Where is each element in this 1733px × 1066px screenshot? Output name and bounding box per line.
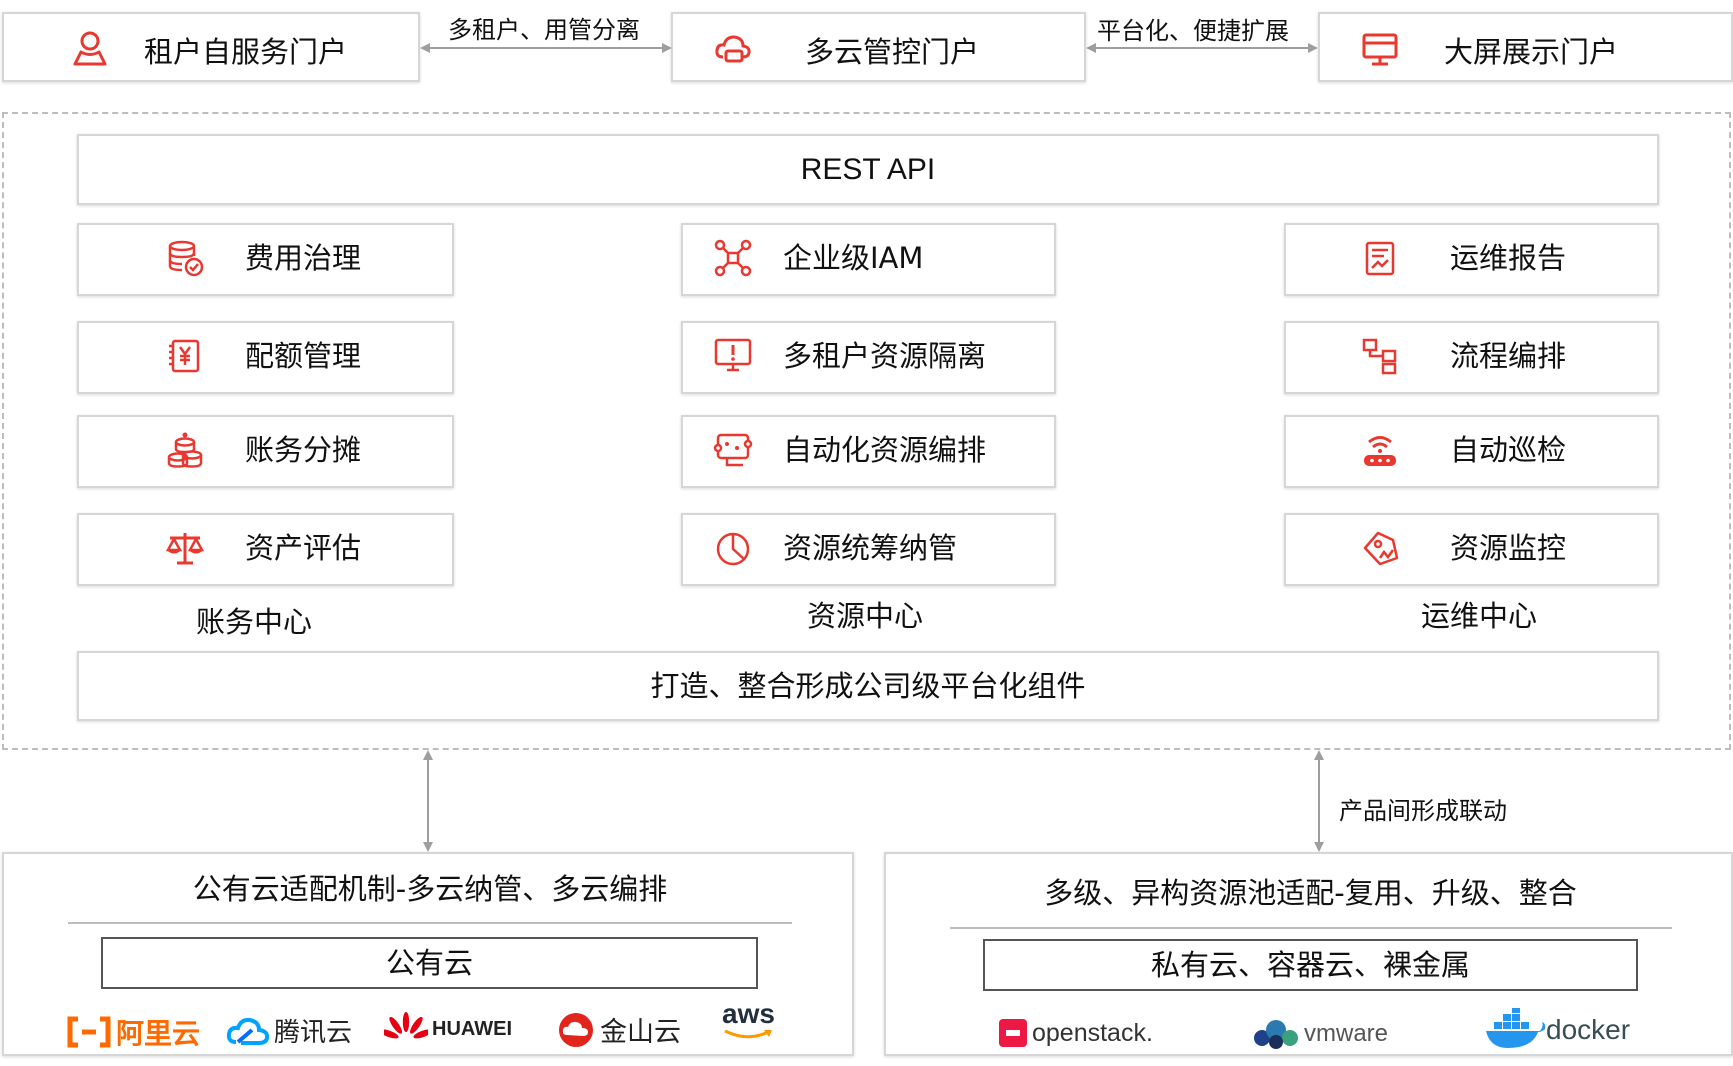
public-cloud-title: 公有云适配机制-多云纳管、多云编排 xyxy=(192,872,668,906)
private-cloud-panel: 多级、异构资源池适配-复用、升级、整合 私有云、容器云、裸金属 openstac… xyxy=(884,852,1733,1056)
module-label: 费用治理 xyxy=(245,241,362,275)
flow-loop-icon xyxy=(713,430,753,470)
double-arrow-1 xyxy=(420,43,672,53)
public-divider xyxy=(68,922,792,924)
huawei-logo: HUAWEI xyxy=(384,1012,512,1046)
pie-chart-icon xyxy=(713,528,753,568)
module-label: 流程编排 xyxy=(1450,339,1567,373)
private-divider xyxy=(950,927,1672,929)
kingsoft-cloud-text: 金山云 xyxy=(600,1017,681,1048)
module-enterprise-iam[interactable]: 企业级IAM xyxy=(681,223,1056,296)
vmware-text: vmware xyxy=(1304,1020,1389,1047)
aliyun-logo: 阿里云 xyxy=(66,1012,200,1052)
private-cloud-label: 私有云、容器云、裸金属 xyxy=(1150,948,1470,982)
module-auto-inspection[interactable]: 自动巡检 xyxy=(1284,415,1659,488)
coins-icon xyxy=(165,430,205,470)
workflow-icon xyxy=(1360,336,1400,376)
huawei-text: HUAWEI xyxy=(432,1017,512,1040)
screen-portal[interactable]: 大屏展示门户 xyxy=(1318,12,1733,82)
monitor-tag-icon xyxy=(1360,528,1400,568)
private-cloud-title: 多级、异构资源池适配-复用、升级、整合 xyxy=(1044,876,1577,910)
database-check-icon xyxy=(165,238,205,278)
module-auto-orchestration[interactable]: 自动化资源编排 xyxy=(681,415,1056,488)
openstack-text: openstack. xyxy=(1032,1018,1153,1047)
module-label: 运维报告 xyxy=(1450,241,1567,275)
module-billing-allocation[interactable]: 账务分摊 xyxy=(77,415,454,488)
docker-text: docker xyxy=(1546,1014,1631,1045)
platform-component-label: 打造、整合形成公司级平台化组件 xyxy=(650,669,1086,703)
module-tenant-isolation[interactable]: 多租户资源隔离 xyxy=(681,321,1056,394)
yen-document-icon xyxy=(165,336,205,376)
double-arrow-2 xyxy=(1086,43,1318,53)
report-icon xyxy=(1360,238,1400,278)
balance-scale-icon xyxy=(165,528,205,568)
alert-monitor-icon xyxy=(713,336,753,376)
openstack-logo: openstack. xyxy=(998,1018,1153,1048)
cloud-icon xyxy=(713,29,753,69)
link-label-1: 多租户、用管分离 xyxy=(448,16,640,44)
module-label: 多租户资源隔离 xyxy=(783,339,987,373)
link-label-2: 平台化、便捷扩展 xyxy=(1097,17,1289,45)
aws-text: aws xyxy=(722,998,775,1029)
module-ops-report[interactable]: 运维报告 xyxy=(1284,223,1659,296)
public-cloud-label-box[interactable]: 公有云 xyxy=(101,937,758,989)
ops-center-caption: 运维中心 xyxy=(1421,599,1538,633)
module-resource-monitoring[interactable]: 资源监控 xyxy=(1284,513,1659,586)
module-label: 资产评估 xyxy=(245,531,362,565)
module-resource-management[interactable]: 资源统筹纳管 xyxy=(681,513,1056,586)
docker-logo: docker xyxy=(1484,1008,1630,1052)
tenant-portal[interactable]: 租户自服务门户 xyxy=(2,12,420,82)
kingsoft-cloud-logo: 金山云 xyxy=(556,1010,681,1049)
module-label: 资源统筹纳管 xyxy=(783,531,958,565)
module-label: 配额管理 xyxy=(245,339,362,373)
screen-portal-label: 大屏展示门户 xyxy=(1444,35,1619,69)
module-label: 账务分摊 xyxy=(245,433,362,467)
monitor-icon xyxy=(1360,29,1400,69)
module-asset-assessment[interactable]: 资产评估 xyxy=(77,513,454,586)
finance-center-caption: 账务中心 xyxy=(196,605,313,639)
vmware-logo: vmware xyxy=(1252,1016,1388,1052)
network-nodes-icon xyxy=(713,238,753,278)
module-label: 自动巡检 xyxy=(1450,433,1567,467)
vertical-arrow-right xyxy=(1314,750,1324,852)
tencent-cloud-logo: 腾讯云 xyxy=(226,1012,352,1049)
vertical-arrow-left xyxy=(423,750,433,852)
resource-center-caption: 资源中心 xyxy=(807,599,924,633)
aws-logo: aws xyxy=(722,1000,775,1040)
module-label: 资源监控 xyxy=(1450,531,1567,565)
router-wifi-icon xyxy=(1360,430,1400,470)
module-label: 自动化资源编排 xyxy=(783,433,987,467)
user-icon xyxy=(70,28,110,68)
platform-area xyxy=(2,112,1731,750)
tencent-cloud-text: 腾讯云 xyxy=(274,1018,353,1048)
rest-api-bar[interactable]: REST API xyxy=(77,134,1659,205)
linkage-label: 产品间形成联动 xyxy=(1339,797,1507,825)
aliyun-text: 阿里云 xyxy=(116,1017,201,1050)
module-process-orchestration[interactable]: 流程编排 xyxy=(1284,321,1659,394)
platform-component-bar[interactable]: 打造、整合形成公司级平台化组件 xyxy=(77,651,1659,721)
multicloud-portal[interactable]: 多云管控门户 xyxy=(671,12,1086,82)
module-quota-management[interactable]: 配额管理 xyxy=(77,321,454,394)
multicloud-portal-label: 多云管控门户 xyxy=(805,35,980,69)
rest-api-label: REST API xyxy=(800,153,936,186)
module-cost-governance[interactable]: 费用治理 xyxy=(77,223,454,296)
module-label: 企业级IAM xyxy=(783,241,924,275)
public-cloud-label: 公有云 xyxy=(385,946,473,980)
private-cloud-label-box[interactable]: 私有云、容器云、裸金属 xyxy=(983,939,1638,991)
tenant-portal-label: 租户自服务门户 xyxy=(144,35,348,69)
public-cloud-panel: 公有云适配机制-多云纳管、多云编排 公有云 阿里云 腾讯云 HUAWEI 金山云… xyxy=(2,852,854,1056)
